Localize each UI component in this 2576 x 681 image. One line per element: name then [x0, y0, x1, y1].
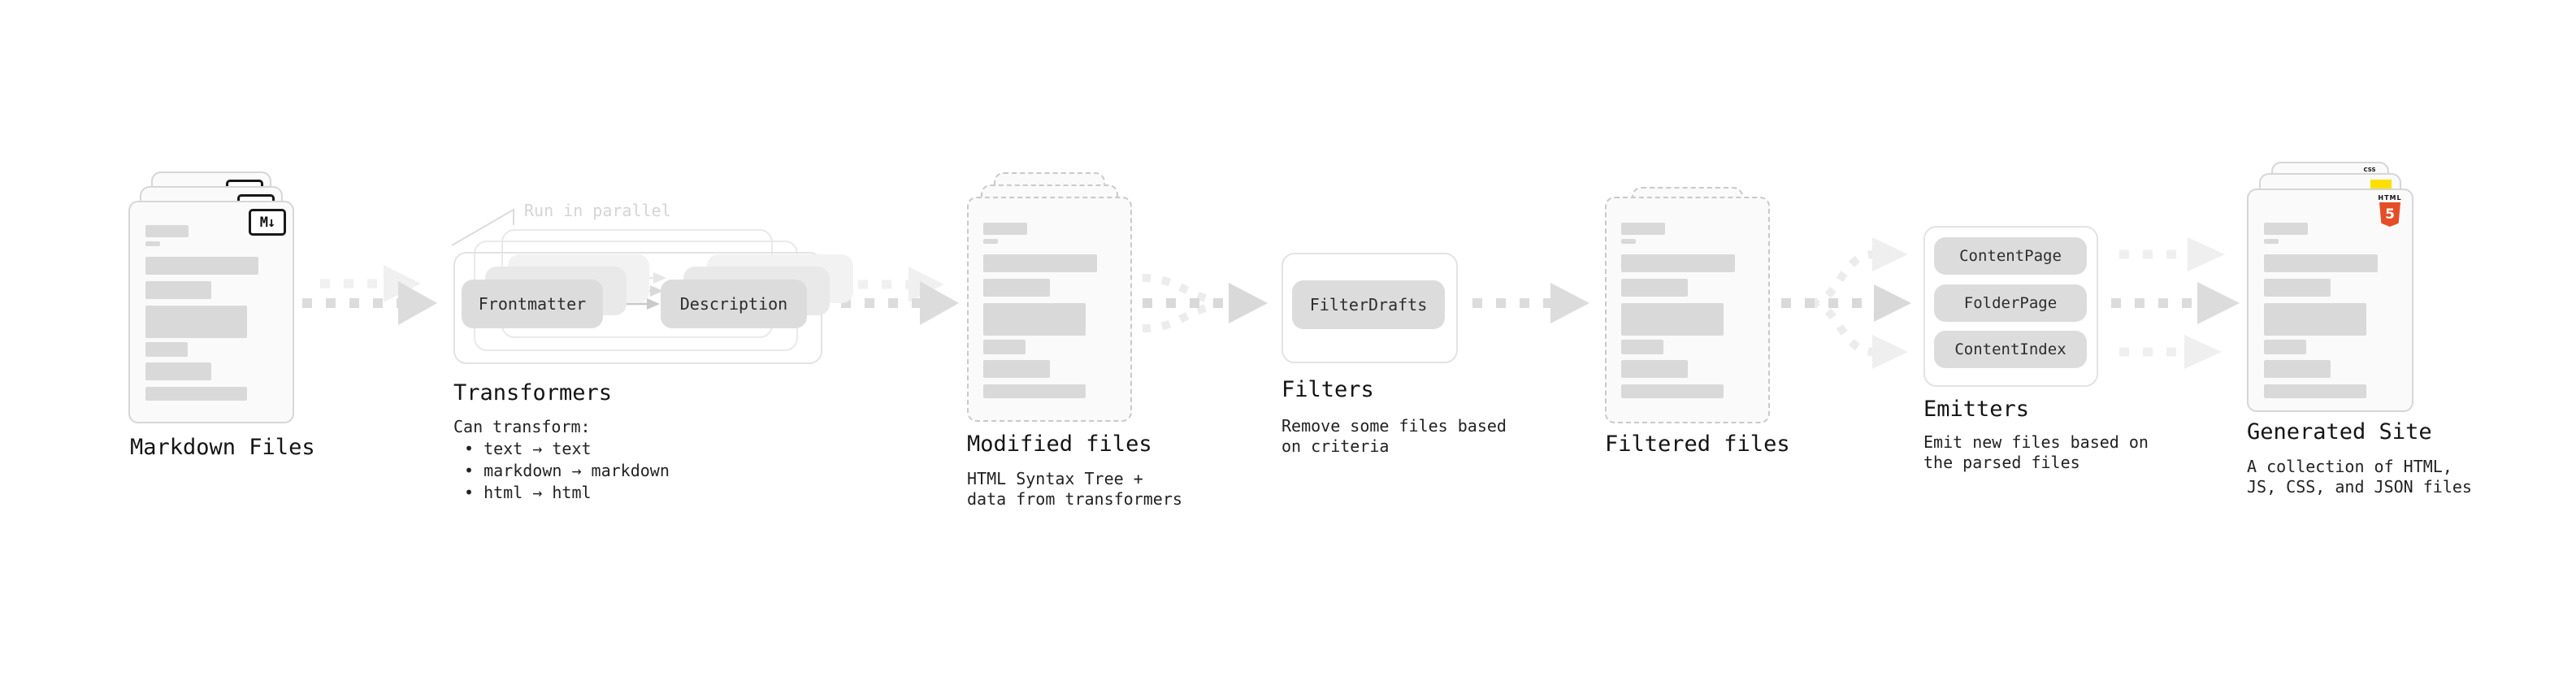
- emitters-desc-line: the parsed files: [1923, 453, 2080, 472]
- generated-site-label: Generated Site: [2247, 419, 2432, 445]
- file-content-bars: [145, 225, 277, 401]
- folderpage-label: FolderPage: [1963, 294, 2058, 312]
- modified-files-desc-line: data from transformers: [967, 489, 1182, 509]
- placeholder-text-bar: [145, 387, 247, 401]
- placeholder-text-bar: [145, 342, 188, 357]
- transformers-desc-line: • markdown → markdown: [464, 461, 670, 480]
- placeholder-text-bar: [2264, 279, 2331, 297]
- arrow-markdown-to-transformers: [302, 265, 437, 325]
- placeholder-text-bar: [2264, 340, 2307, 354]
- generated-site-description: A collection of HTML, JS, CSS, and JSON …: [2247, 457, 2472, 497]
- emitters-desc-line: Emit new files based on: [1923, 432, 2149, 452]
- placeholder-text-bar: [1621, 384, 1724, 398]
- transformers-desc-line: • html → html: [464, 483, 592, 502]
- run-in-parallel-annotation: Run in parallel: [524, 201, 671, 220]
- placeholder-text-bar: [1621, 254, 1736, 272]
- placeholder-text-bar: [145, 241, 160, 246]
- filters-desc-line: Remove some files based: [1281, 416, 1507, 436]
- placeholder-text-bar: [983, 360, 1050, 378]
- generated-site-stack: CSS HTML 5: [2247, 162, 2413, 412]
- filtered-file-card-front: [1605, 197, 1770, 423]
- file-content-bars: [983, 223, 1116, 398]
- transformers-desc-line: • text → text: [464, 439, 592, 458]
- placeholder-text-bar: [1621, 223, 1665, 235]
- run-in-parallel-callout-line: [451, 208, 514, 246]
- folderpage-box: FolderPage: [1934, 284, 2087, 322]
- css-icon-label: CSS: [2363, 167, 2376, 173]
- arrow-filtered-to-emitters: [1781, 237, 1911, 369]
- placeholder-text-bar: [2264, 384, 2366, 398]
- placeholder-text-bar: [2264, 303, 2366, 336]
- placeholder-text-bar: [1621, 360, 1688, 378]
- modified-files-stack: [967, 172, 1132, 422]
- modified-file-card-front: [967, 197, 1132, 422]
- arrow-modified-to-filters: [1142, 274, 1268, 332]
- arrow-emitters-to-site: [2111, 237, 2240, 369]
- filters-label: Filters: [1281, 377, 1374, 402]
- html5-icon-shield: 5: [2379, 202, 2400, 227]
- placeholder-text-bar: [983, 303, 1086, 336]
- emitters-label: Emitters: [1923, 397, 2030, 422]
- markdown-files-label: Markdown Files: [130, 435, 315, 460]
- placeholder-text-bar: [2264, 254, 2379, 272]
- js-icon: [2370, 180, 2392, 189]
- transformers-desc-line: Can transform:: [453, 417, 591, 436]
- contentindex-box: ContentIndex: [1934, 331, 2087, 368]
- markdown-file-card-front: M↓: [128, 201, 294, 423]
- placeholder-text-bar: [2264, 223, 2308, 235]
- placeholder-text-bar: [145, 257, 259, 275]
- modified-files-desc-line: HTML Syntax Tree +: [967, 469, 1143, 488]
- contentindex-label: ContentIndex: [1954, 340, 2066, 358]
- placeholder-text-bar: [983, 223, 1027, 235]
- filterdrafts-label: FilterDrafts: [1309, 295, 1428, 314]
- placeholder-text-bar: [1621, 239, 1636, 244]
- placeholder-text-bar: [2264, 239, 2279, 244]
- placeholder-text-bar: [983, 384, 1086, 398]
- placeholder-text-bar: [2264, 360, 2331, 378]
- markdown-files-stack: M↓ M↓ M↓: [128, 171, 294, 423]
- emitters-box: [1923, 226, 2098, 387]
- arrow-filters-to-filtered: [1472, 283, 1589, 323]
- transformers-label: Transformers: [453, 380, 613, 406]
- transformers-description: Can transform: • text → text • markdown …: [453, 416, 670, 504]
- modified-files-label: Modified files: [967, 432, 1152, 457]
- placeholder-text-bar: [983, 254, 1098, 272]
- placeholder-text-bar: [145, 362, 211, 380]
- placeholder-text-bar: [145, 306, 247, 338]
- placeholder-text-bar: [983, 239, 998, 244]
- placeholder-text-bar: [145, 281, 211, 299]
- html5-icon: HTML 5: [2375, 194, 2405, 227]
- placeholder-text-bar: [983, 340, 1026, 354]
- description-box: Description: [661, 280, 807, 328]
- site-file-card-html: HTML 5: [2247, 189, 2413, 412]
- arrow-transformers-to-modified: [841, 267, 959, 325]
- frontmatter-label: Frontmatter: [478, 294, 587, 314]
- placeholder-text-bar: [1621, 303, 1724, 336]
- filters-desc-line: on criteria: [1281, 436, 1390, 456]
- contentpage-label: ContentPage: [1959, 247, 2062, 265]
- placeholder-text-bar: [1621, 340, 1664, 354]
- filtered-files-stack: [1605, 187, 1770, 423]
- html5-icon-label: HTML: [2378, 194, 2402, 202]
- filters-description: Remove some files based on criteria: [1281, 416, 1507, 457]
- file-content-bars: [1621, 223, 1754, 398]
- generated-site-desc-line: JS, CSS, and JSON files: [2247, 477, 2472, 497]
- filters-box: [1281, 253, 1458, 363]
- modified-files-description: HTML Syntax Tree + data from transformer…: [967, 469, 1182, 510]
- placeholder-text-bar: [145, 225, 189, 237]
- placeholder-text-bar: [1621, 279, 1688, 297]
- frontmatter-box: Frontmatter: [462, 280, 603, 328]
- filterdrafts-box: FilterDrafts: [1292, 280, 1445, 329]
- contentpage-box: ContentPage: [1934, 237, 2087, 275]
- placeholder-text-bar: [983, 279, 1050, 297]
- generated-site-desc-line: A collection of HTML,: [2247, 457, 2452, 476]
- filtered-files-label: Filtered files: [1605, 432, 1790, 457]
- markdown-icon: M↓: [249, 209, 286, 236]
- file-content-bars: [2264, 223, 2396, 398]
- emitters-description: Emit new files based on the parsed files: [1923, 432, 2149, 473]
- description-label: Description: [679, 294, 788, 314]
